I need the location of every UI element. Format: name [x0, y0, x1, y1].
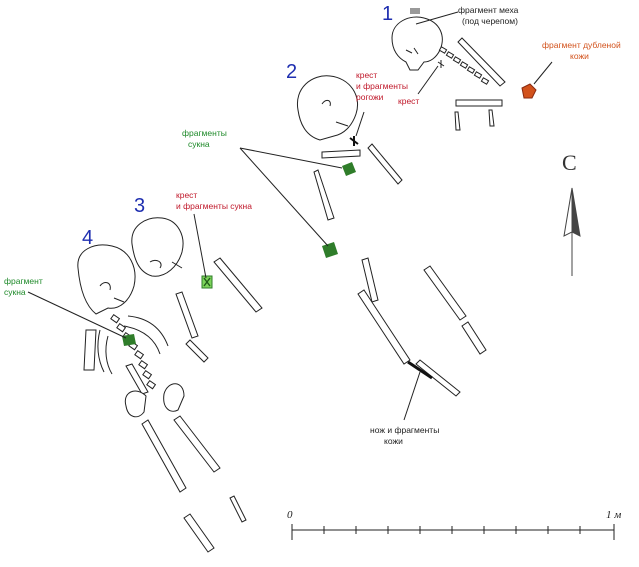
skeleton-2	[296, 75, 487, 397]
skeleton-1	[391, 8, 537, 131]
pelvis-4	[124, 390, 147, 418]
skeleton-3	[131, 217, 263, 363]
north-arrow: С	[562, 150, 581, 276]
cloth-fragment-2b	[322, 242, 338, 258]
scale-bar: 0 1 м	[287, 509, 621, 540]
north-label: С	[562, 150, 577, 175]
spine-1	[438, 46, 490, 85]
scale-end: 1 м	[606, 509, 621, 521]
leader-lines	[27, 11, 553, 421]
cloth-fragment-2a	[342, 162, 356, 176]
burial-number-3: 3	[134, 195, 145, 217]
label-tanned-leather-1: фрагмент дубленой	[542, 40, 621, 50]
label-cross-mat-1: крест	[356, 70, 377, 80]
label-cross-cloth-2: и фрагменты сукна	[176, 201, 252, 211]
tanned-leather-fragment	[521, 83, 537, 99]
arm-1	[457, 37, 506, 87]
arm-4	[83, 329, 97, 371]
skeleton-4	[77, 244, 247, 553]
skull-4	[77, 244, 136, 315]
label-cloth-fragments-1: фрагменты	[182, 128, 227, 138]
label-knife-2: кожи	[384, 436, 403, 446]
femur-4	[141, 419, 187, 493]
cloth-fragment-4	[122, 334, 136, 346]
arm-2	[313, 169, 335, 221]
cross-2	[349, 136, 359, 146]
label-tanned-leather-2: кожи	[570, 51, 589, 61]
label-fur: фрагмент меха	[458, 5, 519, 15]
burial-number-4: 4	[82, 227, 93, 249]
label-cross-mat-2: и фрагменты	[356, 81, 408, 91]
label-cloth-fragments-2: сукна	[188, 139, 210, 149]
label-cloth-fragment-2: сукна	[4, 287, 26, 297]
label-cross-mat-3: рогожи	[356, 92, 384, 102]
skull-2	[296, 75, 358, 141]
burial-number-1: 1	[382, 3, 393, 25]
femur-1	[455, 99, 503, 107]
fur-fragment-mark	[410, 8, 420, 14]
label-fur-sub: (под черепом)	[462, 16, 518, 26]
burial-number-2: 2	[286, 61, 297, 83]
label-cross-cloth-1: крест	[176, 190, 197, 200]
femur-2	[357, 289, 411, 365]
label-cross-1: крест	[398, 96, 419, 106]
skull-3	[131, 217, 184, 277]
knife	[407, 360, 433, 380]
skull-1	[391, 16, 443, 71]
label-cloth-fragment-1: фрагмент	[4, 276, 43, 286]
label-knife-1: нож и фрагменты	[370, 425, 439, 435]
scale-start: 0	[287, 509, 293, 521]
